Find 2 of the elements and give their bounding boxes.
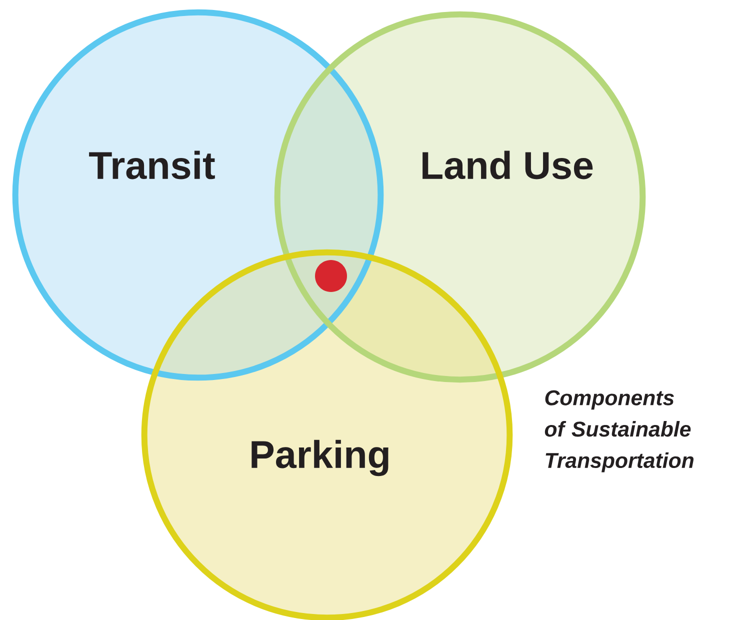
- dot: [315, 260, 347, 292]
- caption: Components of Sustainable Transportation: [544, 390, 694, 472]
